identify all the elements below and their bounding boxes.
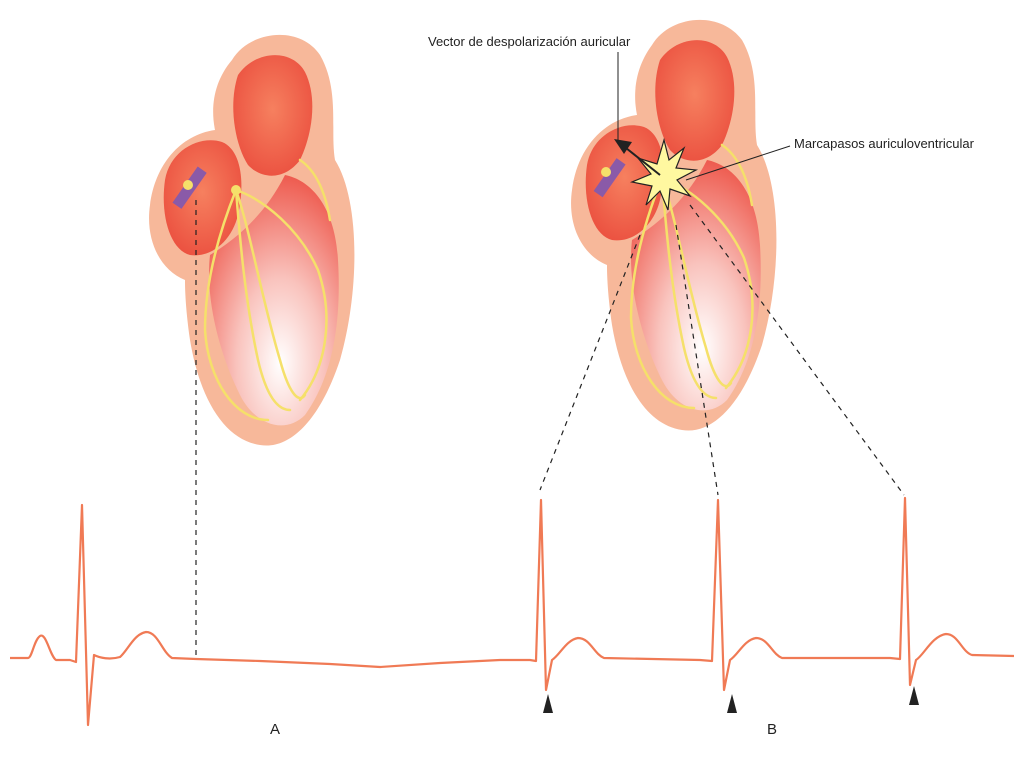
heart-b-conduction-system xyxy=(629,143,754,410)
ecg-trace xyxy=(10,496,1015,727)
projection-line-b3 xyxy=(689,204,905,496)
heart-b-left-atrium xyxy=(655,40,735,161)
marker-triangle-icon xyxy=(727,694,737,713)
heart-b-atrial-vector-bar xyxy=(593,158,626,198)
heart-a-left-atrium xyxy=(233,55,313,176)
panel-label-b: B xyxy=(767,721,777,738)
av-pacemaker-leader-line xyxy=(685,145,791,181)
heart-a-sa-node-icon xyxy=(183,180,193,190)
heart-b-sa-node-icon xyxy=(601,167,611,177)
heart-b-ventricles xyxy=(631,160,761,411)
atrial-vector-label: Vector de despolarización auricular xyxy=(428,34,631,49)
marker-triangle-icon xyxy=(543,694,553,713)
atrial-vector-arrow xyxy=(625,147,661,176)
av-pacemaker-spark-icon xyxy=(629,137,699,211)
heart-b xyxy=(571,19,777,431)
heart-a-av-node-icon xyxy=(231,185,241,195)
projection-lines xyxy=(195,200,905,660)
heart-b-right-atrium xyxy=(585,125,664,241)
heart-a-conduction-system xyxy=(203,158,332,422)
arrow-head-icon xyxy=(614,139,632,154)
heart-a xyxy=(149,34,355,446)
heart-a-ventricles xyxy=(209,175,339,426)
marker-triangle-icon xyxy=(909,686,919,705)
panel-label-a: A xyxy=(270,721,280,738)
av-pacemaker-label: Marcapasos auriculoventricular xyxy=(794,136,975,151)
